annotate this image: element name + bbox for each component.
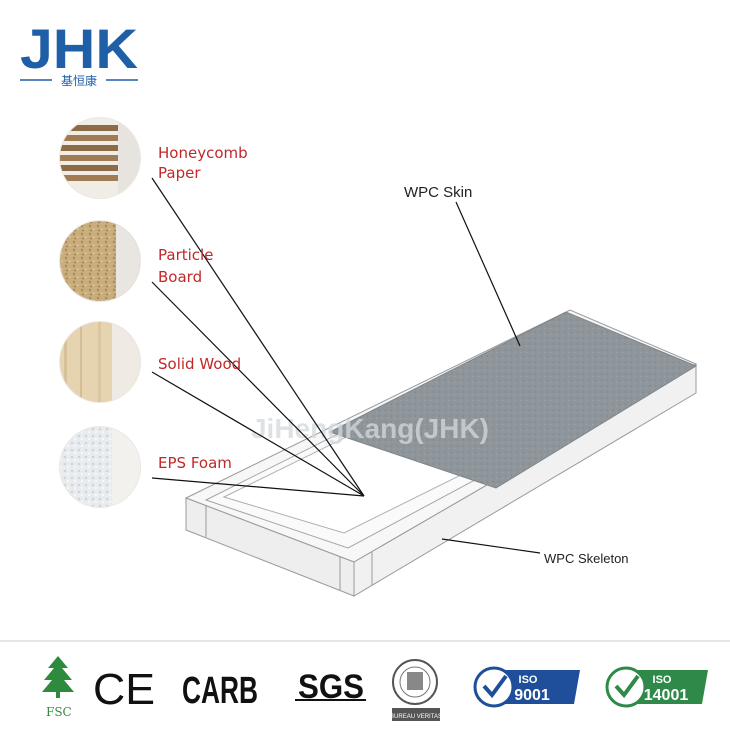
honeycomb-label-line2: Paper xyxy=(158,164,201,182)
iso-9001-number: 9001 xyxy=(514,687,550,704)
wpc-skeleton-label: WPC Skeleton xyxy=(544,551,629,566)
bureau-veritas-logo: BUREAU VERITAS xyxy=(390,659,442,721)
honeycomb-label-line1: Honeycomb xyxy=(158,144,248,162)
particle-label-line2: Board xyxy=(158,268,202,286)
honeycomb-paper-sample-icon xyxy=(59,117,141,199)
particle-label-line1: Particle xyxy=(158,246,213,264)
solid-wood-sample-icon xyxy=(59,321,141,403)
eps-foam-label: EPS Foam xyxy=(158,454,232,472)
fsc-text: FSC xyxy=(46,705,72,719)
iso-9001-top: ISO xyxy=(519,674,538,686)
iso-14001-number: 14001 xyxy=(644,687,689,704)
ce-mark: CE xyxy=(93,665,155,714)
sgs-text: SGS xyxy=(298,668,364,706)
sgs-logo: SGS xyxy=(295,668,366,706)
wpc-skin-layer xyxy=(328,311,698,489)
leader-lines xyxy=(151,177,541,554)
iso-14001-top: ISO xyxy=(653,674,672,686)
particle-board-sample-icon xyxy=(59,220,141,302)
brand-logo: JHK 基恒康 xyxy=(20,17,138,88)
fsc-logo: FSC xyxy=(42,656,74,719)
logo-text: JHK xyxy=(20,17,138,80)
iso-9001-logo: ISO 9001 xyxy=(473,666,580,708)
watermark: JiHengKang(JHK) xyxy=(251,413,489,444)
eps-foam-sample-icon xyxy=(59,426,141,508)
door-board xyxy=(184,309,698,597)
logo-subtitle: 基恒康 xyxy=(61,73,97,88)
wpc-skin-label: WPC Skin xyxy=(404,184,472,201)
carb-logo: CARB xyxy=(182,670,258,712)
bureau-veritas-text: BUREAU VERITAS xyxy=(390,714,442,720)
solid-wood-label: Solid Wood xyxy=(158,355,241,373)
iso-14001-logo: ISO 14001 xyxy=(605,666,708,708)
